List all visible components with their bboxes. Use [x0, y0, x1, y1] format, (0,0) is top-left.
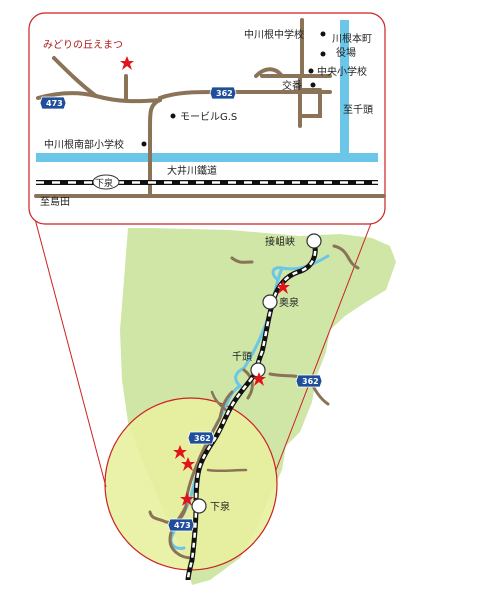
connector-left — [29, 199, 107, 488]
inset-label-railway: 大井川鐵道 — [167, 164, 217, 177]
main-map: 接岨峡 奥泉 千頭 下泉 362 362 473 — [29, 199, 396, 585]
inset-park-label: みどりの丘えまつ — [43, 39, 123, 51]
railway-dashes — [186, 240, 317, 581]
star-2 — [181, 457, 195, 471]
route-362-shield-upper: 362 — [295, 374, 323, 388]
station-shimoizumi-marker[interactable] — [191, 498, 207, 514]
inset-map: 下泉 473 362 みどりの丘えまつ 中川根中学校 川根本町 役場 中央小学校… — [28, 12, 386, 225]
inset-river-horizontal — [36, 153, 378, 162]
inset-label-to-shimada: 至島田 — [40, 195, 70, 208]
station-sessokyo-label: 接岨峡 — [265, 235, 295, 248]
road-473 — [168, 504, 194, 560]
inset-road-town-loop — [254, 67, 322, 128]
inset-station-label: 下泉 — [95, 177, 113, 189]
inset-dot-south-elem — [141, 141, 147, 147]
road-small-left — [210, 390, 228, 412]
inset-label-gas: モービルG.S — [180, 111, 237, 123]
inset-railway-base — [36, 180, 378, 185]
star-shimoizumi — [180, 492, 194, 506]
inset-station-shimoizumi[interactable] — [92, 174, 120, 190]
svg-text:473: 473 — [174, 521, 191, 530]
station-sendzu-label: 千頭 — [232, 351, 252, 363]
inset-route-473-shield: 473 — [39, 96, 67, 110]
svg-text:362: 362 — [302, 377, 319, 386]
inset-label-police: 交番 — [282, 79, 302, 92]
inset-label-to-sendzu: 至千頭 — [343, 104, 373, 116]
svg-text:473: 473 — [46, 99, 63, 108]
inset-dot-chuo-elem — [308, 68, 314, 74]
svg-text:362: 362 — [194, 434, 211, 443]
station-okuizumi-label: 奥泉 — [279, 296, 299, 309]
star-1 — [173, 445, 187, 459]
inset-label-junior-high: 中川根中学校 — [244, 28, 304, 41]
inset-river-vertical — [340, 20, 349, 160]
route-473-shield: 473 — [167, 518, 195, 532]
road-362-main — [148, 390, 234, 524]
star-sendzu — [252, 372, 266, 386]
inset-label-town-office-2: 役場 — [336, 46, 356, 59]
svg-text:362: 362 — [216, 89, 233, 98]
road-small-right — [206, 468, 248, 473]
inset-dot-town-office — [320, 51, 326, 57]
inset-frame — [28, 12, 386, 225]
inset-label-south-elem: 中川根南部小学校 — [44, 138, 124, 151]
inset-dot-gas — [170, 113, 176, 119]
connector-right — [275, 199, 381, 471]
road-upper-left — [230, 256, 254, 264]
inset-dot-police — [310, 82, 316, 88]
inset-park-star — [120, 56, 134, 70]
road-right-upper — [332, 244, 360, 270]
station-okuizumi-marker[interactable] — [262, 294, 278, 310]
inset-route-362-shield: 362 — [209, 86, 237, 100]
route-362-shield-lower: 362 — [187, 431, 215, 445]
station-sessokyo-marker[interactable] — [306, 233, 322, 249]
inset-dot-junior-high — [320, 31, 326, 37]
inset-road-park-branch — [52, 56, 98, 98]
station-shimoizumi-label: 下泉 — [210, 500, 230, 513]
inset-label-town-office-1: 川根本町 — [332, 32, 372, 45]
star-okuizumi — [276, 280, 290, 294]
inset-label-chuo-elem: 中央小学校 — [317, 65, 367, 78]
